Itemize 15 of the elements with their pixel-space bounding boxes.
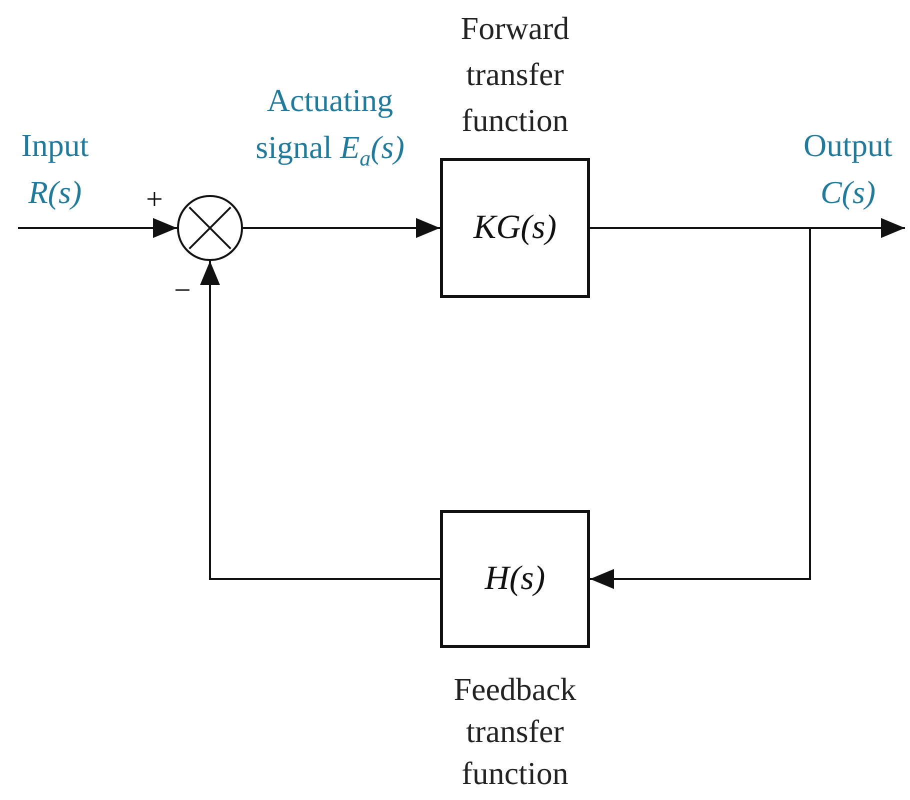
sign-label: − (174, 276, 191, 306)
signal-label: Input R(s) (20, 126, 90, 212)
arrow (243, 218, 440, 238)
block-label: KG(s) (473, 209, 557, 247)
arrow (200, 261, 440, 580)
sign-label: + (146, 185, 163, 215)
signal-label: Actuating signal E$_{a}$(s) (254, 81, 406, 172)
block-label: H(s) (484, 560, 546, 598)
block-caption: Forward transfer function (460, 9, 570, 140)
arrow (590, 227, 811, 589)
signal-label: Output C(s) (802, 126, 894, 212)
arrow (18, 218, 177, 238)
block-box (440, 510, 590, 648)
block-caption: Feedback transfer function (452, 670, 578, 793)
block-box (440, 158, 590, 298)
